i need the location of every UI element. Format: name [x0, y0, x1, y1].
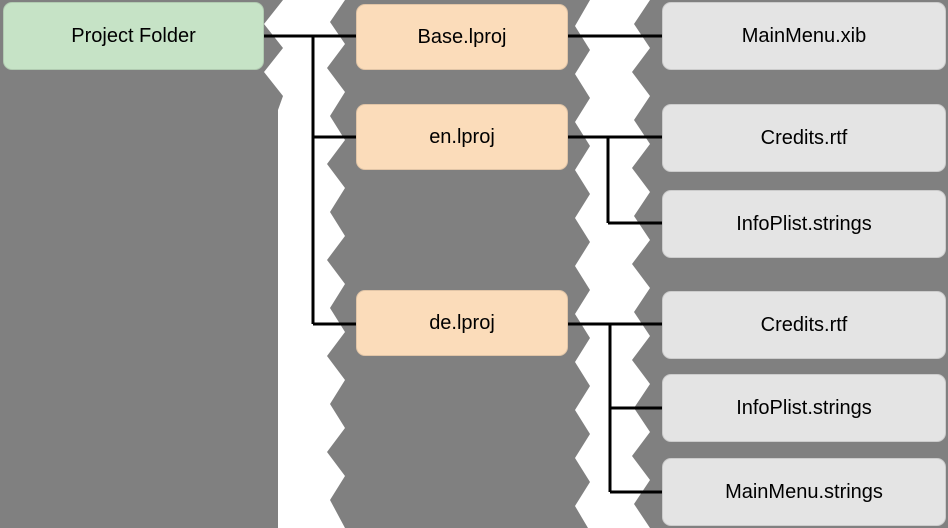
node-en-lproj[interactable]: en.lproj — [356, 104, 568, 170]
node-de-lproj[interactable]: de.lproj — [356, 290, 568, 356]
backdrop-block-middle — [327, 0, 590, 528]
node-label-infoplist-strings-de: InfoPlist.strings — [736, 396, 872, 419]
backdrop-block-right — [632, 0, 948, 528]
node-infoplist-strings-en[interactable]: InfoPlist.strings — [662, 190, 946, 258]
node-label-credits-rtf-de: Credits.rtf — [760, 313, 848, 336]
node-infoplist-strings-de[interactable]: InfoPlist.strings — [662, 374, 946, 442]
backdrop-block-left — [0, 0, 283, 528]
node-label-infoplist-strings-en: InfoPlist.strings — [736, 212, 872, 235]
node-label-mainmenu-xib: MainMenu.xib — [741, 24, 867, 47]
node-base-lproj[interactable]: Base.lproj — [356, 4, 568, 70]
node-label-de-lproj: de.lproj — [429, 311, 495, 334]
node-label-credits-rtf-en: Credits.rtf — [760, 126, 848, 149]
node-label-en-lproj: en.lproj — [429, 125, 495, 148]
node-label-project-folder: Project Folder — [71, 24, 196, 47]
node-label-mainmenu-strings-de: MainMenu.strings — [725, 480, 883, 503]
node-mainmenu-xib[interactable]: MainMenu.xib — [662, 2, 946, 70]
node-credits-rtf-en[interactable]: Credits.rtf — [662, 104, 946, 172]
node-credits-rtf-de[interactable]: Credits.rtf — [662, 291, 946, 359]
node-mainmenu-strings-de[interactable]: MainMenu.strings — [662, 458, 946, 526]
node-label-base-lproj: Base.lproj — [417, 25, 507, 48]
node-project-folder[interactable]: Project Folder — [3, 2, 264, 70]
